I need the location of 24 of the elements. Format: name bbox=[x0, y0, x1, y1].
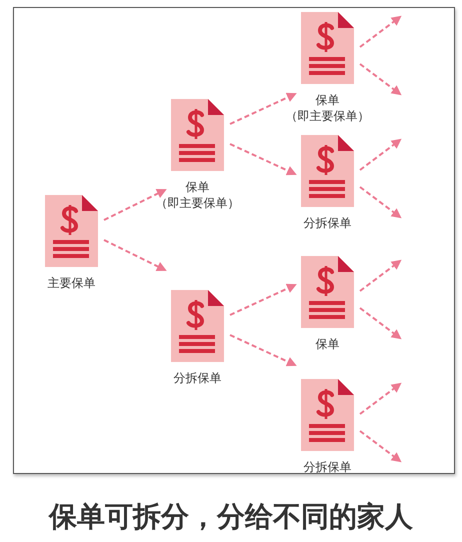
arrow bbox=[359, 430, 402, 462]
arrow bbox=[359, 307, 402, 340]
arrow bbox=[359, 16, 402, 48]
arrow bbox=[104, 189, 167, 221]
arrow bbox=[359, 63, 402, 96]
arrow bbox=[104, 239, 167, 271]
arrow bbox=[230, 92, 297, 125]
node-label: 分拆保单 bbox=[304, 459, 352, 475]
node-label: （即主要保单） bbox=[286, 108, 370, 124]
node-label: 分拆保单 bbox=[174, 370, 222, 386]
arrow bbox=[359, 260, 402, 292]
arrow bbox=[230, 334, 297, 366]
title: 保单可拆分，分给不同的家人 bbox=[47, 499, 414, 535]
node-label: 保单 bbox=[316, 336, 340, 352]
node-label: 分拆保单 bbox=[304, 215, 352, 231]
arrow bbox=[230, 284, 297, 316]
arrow bbox=[359, 186, 402, 218]
arrow bbox=[230, 143, 297, 176]
node-label: 保单 bbox=[316, 92, 340, 108]
node-label: 主要保单 bbox=[48, 275, 96, 291]
node-label: （即主要保单） bbox=[156, 195, 240, 211]
arrow bbox=[359, 382, 402, 415]
arrow bbox=[359, 138, 402, 171]
node-label: 保单 bbox=[186, 179, 210, 195]
